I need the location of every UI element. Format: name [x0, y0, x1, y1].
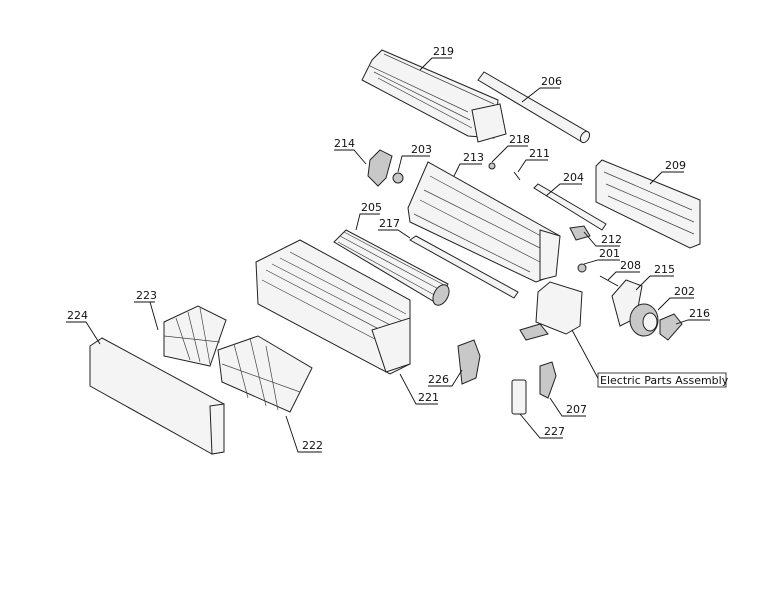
part-226-component: [457, 339, 481, 385]
part-222-filter: [217, 335, 313, 413]
part-203-bearing: [392, 172, 404, 184]
electric-parts-box: [519, 281, 583, 341]
callout-205: 205: [361, 201, 382, 214]
callout-224: 224: [67, 309, 88, 322]
callout-214: 214: [334, 137, 355, 150]
part-204-rod: [533, 183, 607, 231]
callout-222: 222: [302, 439, 323, 452]
part-217-strip: [409, 235, 519, 299]
part-221-unit-body: [255, 239, 411, 375]
assembly-label-text: Electric Parts Assembly: [600, 374, 729, 387]
part-223-filter: [163, 305, 227, 367]
callout-219: 219: [433, 45, 454, 58]
callout-202: 202: [674, 285, 695, 298]
callout-218: 218: [509, 133, 530, 146]
callout-206: 206: [541, 75, 562, 88]
callout-211: 211: [529, 147, 550, 160]
callout-227: 227: [544, 425, 565, 438]
part-224-panel: [89, 337, 225, 455]
part-201-nut: [577, 263, 587, 273]
callout-213: 213: [463, 151, 484, 164]
part-202-motor: [629, 303, 659, 337]
callout-203: 203: [411, 143, 432, 156]
callout-201: 201: [599, 247, 620, 260]
callout-208: 208: [620, 259, 641, 272]
part-209-mounting-plate: [595, 159, 701, 249]
callout-212: 212: [601, 233, 622, 246]
callout-labels: 219 206 214 203 218 213 211 204 209 205 …: [67, 45, 710, 453]
electric-parts-assembly-label: Electric Parts Assembly: [597, 372, 729, 388]
part-219-front-panel: [361, 49, 507, 143]
part-212-connector: [569, 225, 591, 241]
part-211-pin: [513, 171, 521, 181]
callout-209: 209: [665, 159, 686, 172]
part-213-chassis: [407, 161, 561, 283]
callout-215: 215: [654, 263, 675, 276]
callout-226: 226: [428, 373, 449, 386]
callout-204: 204: [563, 171, 584, 184]
part-214-bracket: [367, 149, 393, 187]
part-227-remote: [511, 379, 527, 415]
part-207-sensor: [539, 361, 557, 399]
callout-217: 217: [379, 217, 400, 230]
part-206-pipe: [477, 71, 591, 144]
callout-223: 223: [136, 289, 157, 302]
part-208-cable: [599, 275, 619, 287]
part-205-cross-flow-fan: [333, 229, 450, 306]
callout-207: 207: [566, 403, 587, 416]
callout-216: 216: [689, 307, 710, 320]
callout-221: 221: [418, 391, 439, 404]
part-218-screw: [488, 162, 496, 170]
part-216-motor-clamp: [659, 313, 683, 341]
